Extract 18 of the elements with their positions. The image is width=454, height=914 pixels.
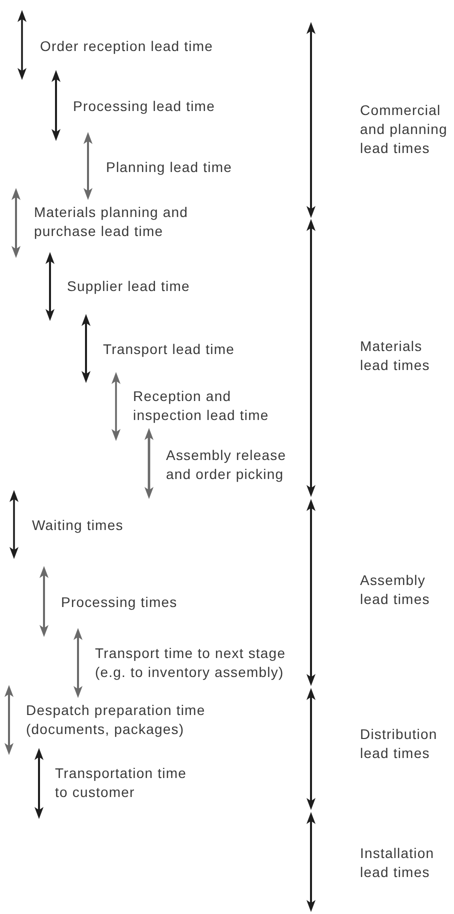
lead-time-label: Transport lead time	[103, 340, 236, 359]
lead-time-label: Supplier lead time	[67, 277, 191, 296]
lead-time-label: Transport time to next stage (e.g. to inventory assembly)	[95, 644, 287, 682]
lead-time-label: Transportation time to customer	[55, 764, 188, 802]
lead-time-label: Assembly release and order picking	[166, 446, 288, 484]
lead-time-label: Planning lead time	[106, 158, 233, 177]
lead-time-label: Reception and inspection lead time	[133, 387, 270, 425]
phase-label: Assembly lead times	[360, 571, 431, 609]
phase-label: Commercial and planning lead times	[360, 101, 448, 158]
lead-time-label: Despatch preparation time (documents, packages)	[26, 701, 206, 739]
lead-time-label: Processing times	[61, 593, 178, 612]
phase-label: Installation lead times	[360, 844, 436, 882]
phase-label: Materials lead times	[360, 337, 431, 375]
lead-time-label: Waiting times	[32, 516, 124, 535]
lead-time-label: Materials planning and purchase lead time	[34, 203, 190, 241]
lead-time-label: Processing lead time	[73, 97, 216, 116]
phase-label: Distribution lead times	[360, 725, 438, 763]
lead-time-label: Order reception lead time	[40, 37, 214, 56]
